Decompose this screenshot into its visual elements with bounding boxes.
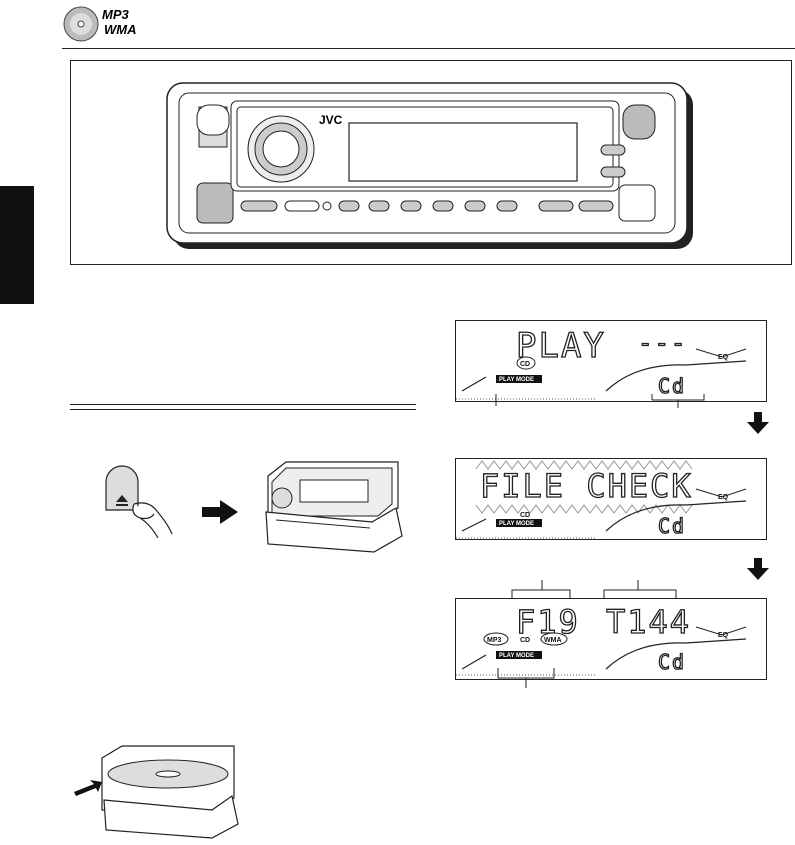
display-leader-lines (490, 394, 710, 408)
section-rule (70, 404, 416, 405)
disc-text: Cd (658, 650, 686, 674)
section-tab (0, 186, 34, 304)
jvc-brand: JVC (319, 113, 343, 127)
open-faceplate-illustration (256, 456, 406, 556)
play-mode-label: PLAY MODE (499, 653, 534, 659)
display-main-text: FILE CHECK (480, 467, 693, 505)
right-arrow-icon (202, 500, 238, 524)
eq-label: EQ (718, 632, 729, 639)
disc-text: Cd (658, 374, 686, 398)
mp3-indicator: MP3 (487, 637, 502, 644)
section-rule-lower (70, 409, 416, 410)
lcd-display-file-check: FILE CHECK CD PLAY MODE EQ Cd (455, 458, 767, 540)
eject-button-illustration (100, 460, 180, 540)
eq-label: EQ (718, 354, 729, 361)
car-unit-figure: JVC (70, 60, 792, 265)
display-right-text: --- (638, 329, 687, 357)
wma-indicator: WMA (544, 637, 562, 644)
eq-label: EQ (718, 494, 729, 501)
lcd-display-folder-track: F19 T144 MP3 CD WMA PLAY MODE EQ Cd (455, 598, 767, 680)
display-leader-lines-top (510, 580, 680, 602)
logo-mp3-text: MP3 (102, 7, 130, 22)
down-arrow-icon (747, 558, 769, 580)
insert-disc-illustration (72, 740, 242, 840)
disc-text: Cd (658, 514, 686, 538)
cd-indicator: CD (520, 361, 530, 368)
play-mode-label: PLAY MODE (499, 377, 534, 383)
logo-wma-text: WMA (104, 22, 137, 37)
down-arrow-icon (747, 412, 769, 434)
cd-indicator: CD (520, 512, 530, 519)
lcd-display-play: PLAY --- CD PLAY MODE EQ Cd (455, 320, 767, 402)
header-rule (62, 48, 795, 49)
play-mode-label: PLAY MODE (499, 521, 534, 527)
eject-icon (105, 465, 173, 539)
mp3-wma-logo: MP3 WMA (62, 4, 182, 44)
track-number: T144 (606, 603, 691, 641)
display-leader-lines-bottom (490, 668, 560, 688)
cd-indicator: CD (520, 637, 530, 644)
